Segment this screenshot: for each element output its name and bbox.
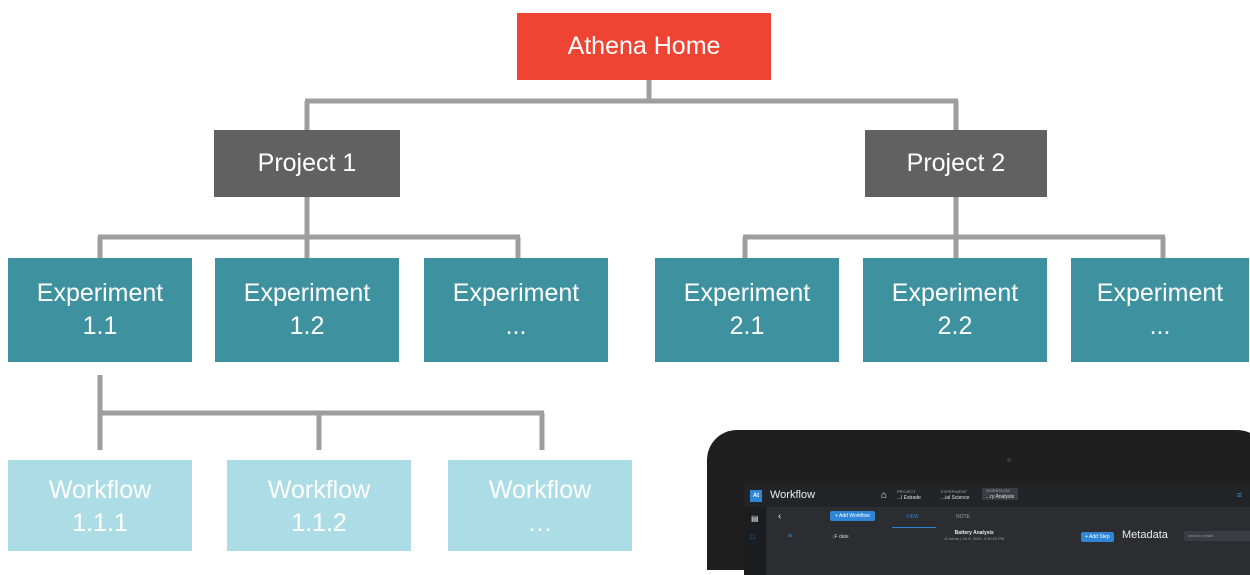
breadcrumb-experiment-label: EXPERIMENT	[941, 489, 968, 494]
app-title: Workflow	[770, 489, 816, 501]
breadcrumb-experiment[interactable]: EXPERIMENT ...ial Science	[941, 489, 969, 501]
laptop-mockup: At Workflow ⌂ PROJECT ...l Estrade EXPER…	[707, 430, 1250, 575]
app-screen: At Workflow ⌂ PROJECT ...l Estrade EXPER…	[744, 485, 1250, 575]
menu-icon[interactable]: ≡	[1236, 490, 1242, 500]
node-experiment-2-2: Experiment 2.2	[863, 258, 1047, 362]
node-workflow-1-1-1: Workflow 1.1.1	[8, 460, 192, 551]
breadcrumb-project-value: ...l Estrade	[897, 495, 921, 501]
add-workflow-button[interactable]: + Add Workflow	[830, 511, 875, 521]
node-experiment-1-more: Experiment ...	[424, 258, 608, 362]
node-project-2: Project 2	[865, 130, 1047, 197]
tab-view[interactable]: VIEW	[906, 514, 919, 520]
tab-view-indicator	[892, 527, 936, 528]
analysis-title: Battery Analysis	[954, 530, 994, 536]
node-project-1: Project 1	[214, 130, 400, 197]
node-workflow-1-1-2: Workflow 1.1.2	[227, 460, 411, 551]
breadcrumb-workflow[interactable]: WORKFLOW ...ry Analysis	[982, 488, 1019, 500]
node-experiment-1-1: Experiment 1.1	[8, 258, 192, 362]
back-icon[interactable]: ‹	[778, 511, 782, 522]
node-experiment-2-more: Experiment ...	[1071, 258, 1249, 362]
sort-dropdown[interactable]: ↓F date	[832, 534, 849, 540]
home-icon[interactable]: ⌂	[881, 490, 888, 501]
analysis-subtitle: 11 items | Jul 9, 2020, 4:30:19 PM	[944, 536, 1005, 541]
metadata-title: Metadata	[1122, 529, 1168, 541]
breadcrumb-workflow-label: WORKFLOW	[986, 488, 1010, 493]
node-athena-home: Athena Home	[517, 13, 771, 80]
tree-connectors	[97, 80, 1166, 450]
laptop-camera	[1007, 458, 1011, 462]
analysis-header: Battery Analysis 11 items | Jul 9, 2020,…	[944, 530, 1004, 541]
node-experiment-2-1: Experiment 2.1	[655, 258, 839, 362]
breadcrumb-experiment-value: ...ial Science	[941, 495, 970, 501]
list-icon[interactable]: ≡	[788, 533, 793, 540]
folder-icon[interactable]: □	[750, 532, 755, 541]
app-icon-rail: ▤	[744, 507, 766, 575]
app-logo[interactable]: At	[750, 490, 762, 502]
node-experiment-1-2: Experiment 1.2	[215, 258, 399, 362]
breadcrumb-project[interactable]: PROJECT ...l Estrade	[897, 489, 921, 501]
add-step-button[interactable]: + Add Step	[1081, 532, 1114, 542]
chart-icon[interactable]: ▤	[751, 514, 759, 523]
breadcrumb-project-label: PROJECT	[897, 489, 916, 494]
tab-note[interactable]: NOTE	[956, 514, 970, 520]
node-workflow-1-1-more: Workflow …	[448, 460, 632, 551]
breadcrumb-workflow-value: ...ry Analysis	[986, 494, 1015, 500]
metadata-search-input[interactable]: search metadt	[1184, 531, 1250, 541]
